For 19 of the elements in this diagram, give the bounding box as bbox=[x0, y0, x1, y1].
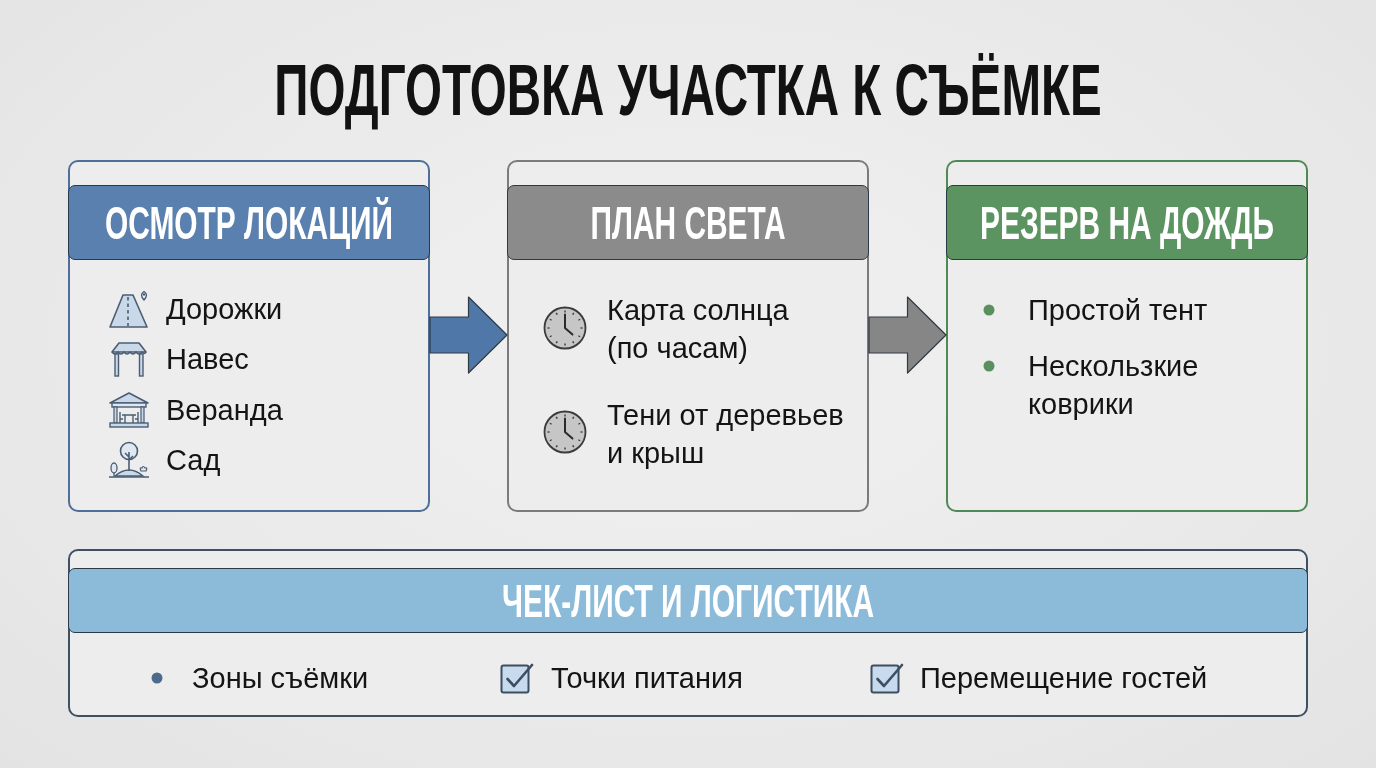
list-item: Зоны съёмки bbox=[192, 661, 370, 696]
block-arrow bbox=[868, 296, 947, 374]
stage-card bbox=[68, 549, 1308, 717]
list-item: Карта солнца (по часам) bbox=[607, 293, 790, 366]
list-item: Простой тент bbox=[1028, 293, 1209, 328]
card-heading: ЧЕК-ЛИСТ И ЛОГИСТИКА bbox=[502, 577, 874, 624]
list-item: Веранда bbox=[166, 393, 284, 428]
list-item: Тени от деревьев и крыш bbox=[607, 398, 845, 471]
list-item: Навес bbox=[166, 342, 250, 377]
list-item: Сад bbox=[166, 443, 222, 478]
card-heading: ПЛАН СВЕТА bbox=[590, 199, 786, 246]
list-item: Нескользкие коврики bbox=[1028, 349, 1200, 422]
list-item: Дорожки bbox=[166, 292, 284, 327]
stage-card bbox=[507, 160, 869, 512]
list-item: Перемещение гостей bbox=[920, 661, 1209, 696]
stage-card bbox=[68, 160, 430, 512]
list-item: Точки питания bbox=[551, 661, 744, 696]
stage-card bbox=[946, 160, 1308, 512]
block-arrow bbox=[429, 296, 508, 374]
